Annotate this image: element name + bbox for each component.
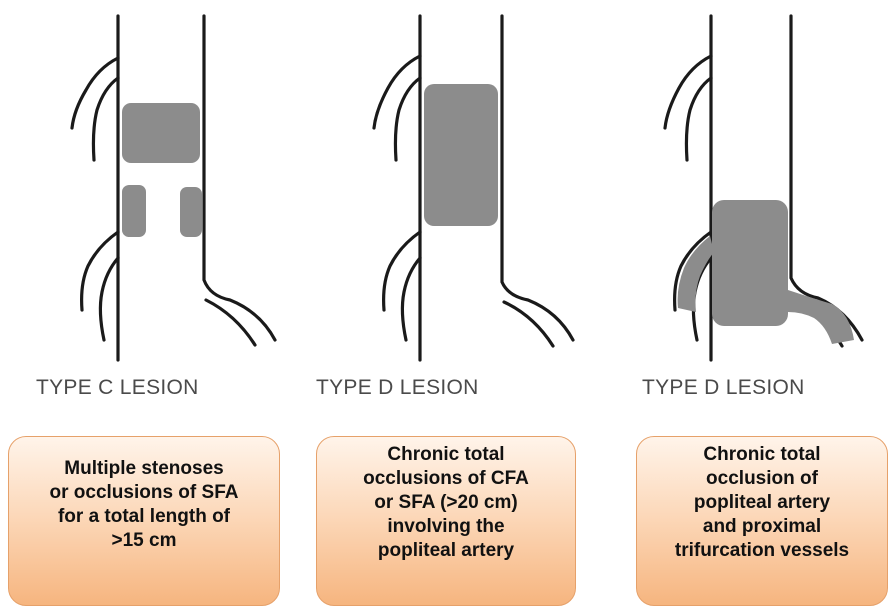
description-box: Multiple stenoses or occlusions of SFA f… [8,436,280,606]
description-text: Chronic total occlusion of popliteal art… [675,443,849,563]
panel-type-d-popliteal: TYPE D LESION Chronic total occlusion of… [592,0,888,595]
artery-diagram-type-d-sfa [296,0,592,370]
description-text: Multiple stenoses or occlusions of SFA f… [50,457,239,553]
branch-upper-inner [686,78,711,160]
artery-diagram-type-d-popliteal [592,0,889,370]
type-label: TYPE D LESION [316,376,479,400]
description-text: Chronic total occlusions of CFA or SFA (… [363,443,529,563]
lesion-left [122,185,146,237]
type-label: TYPE D LESION [642,376,805,400]
artery-right-wall [502,16,573,340]
artery-diagram-type-c [0,0,296,370]
lesion-right [180,187,202,237]
artery-right-wall [791,16,862,340]
artery-inner-branch [206,300,255,345]
type-label: TYPE C LESION [36,376,199,400]
branch-upper-inner [93,78,118,160]
description-box: Chronic total occlusion of popliteal art… [636,436,888,606]
lesion-upper [122,103,200,163]
panel-type-d-sfa: TYPE D LESION Chronic total occlusions o… [296,0,592,595]
branch-upper-inner [395,78,420,160]
branch-lower-inner [402,258,420,340]
description-box: Chronic total occlusions of CFA or SFA (… [316,436,576,606]
artery-right-wall [204,16,275,340]
lesion-trifurcation-left [678,236,714,312]
branch-lower-inner [100,258,118,340]
panel-type-c: TYPE C LESION Multiple stenoses or occlu… [0,0,296,595]
lesion-long-occlusion [424,84,498,226]
lesion-popliteal-occlusion [712,200,788,326]
